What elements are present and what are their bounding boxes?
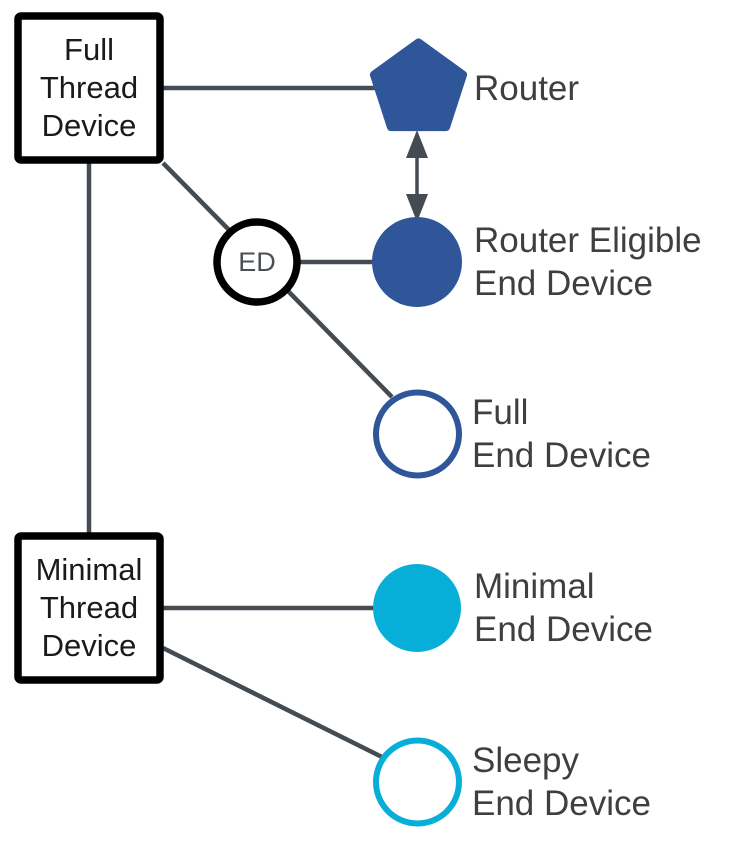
full-end-device-circle[interactable] bbox=[373, 389, 462, 479]
connector-mtd-to-sed bbox=[161, 645, 394, 765]
minimal-end-device-circle[interactable] bbox=[373, 564, 461, 652]
arrow-head-up-icon bbox=[406, 130, 428, 158]
connector-ftd-to-ed bbox=[161, 161, 234, 235]
end-device-circle[interactable] bbox=[213, 218, 301, 306]
router-eligible-end-device-circle[interactable] bbox=[372, 217, 462, 307]
connector-ed-to-fed bbox=[285, 288, 394, 399]
sleepy-end-device-circle[interactable] bbox=[373, 737, 462, 827]
arrow-head-down-icon bbox=[406, 194, 428, 222]
router-pentagon-shape[interactable] bbox=[370, 38, 467, 132]
connector-lines bbox=[86, 85, 402, 765]
full-thread-device-box[interactable] bbox=[14, 12, 164, 164]
minimal-thread-device-box[interactable] bbox=[14, 532, 164, 684]
connector-router-reed-promotion bbox=[406, 130, 428, 222]
